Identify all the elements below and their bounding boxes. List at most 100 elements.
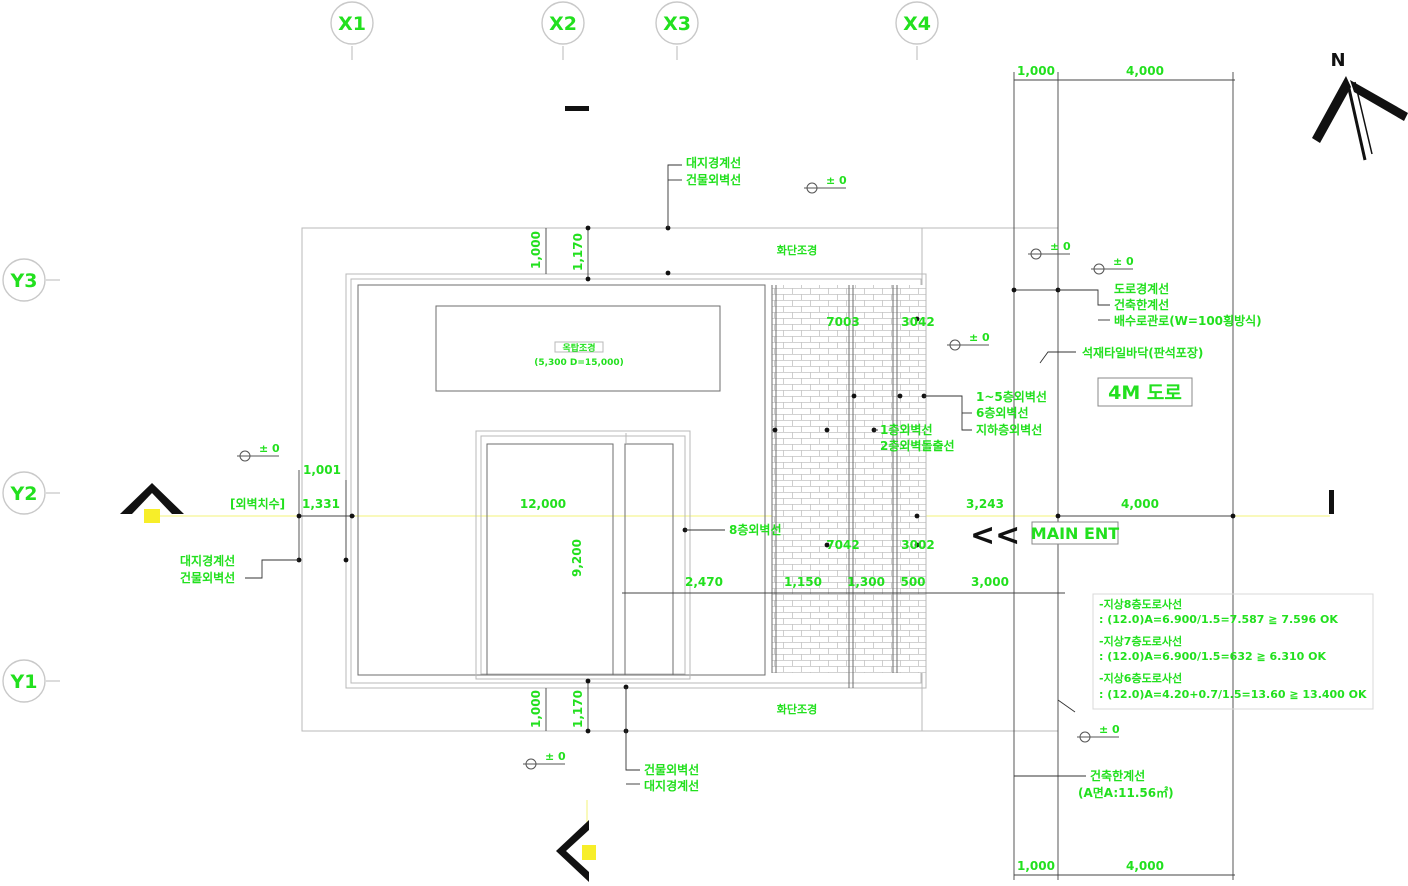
- dimension-lines: [298, 72, 1235, 880]
- note-road-3: 배수로관로(W=100횡방식): [1114, 313, 1262, 328]
- grid-label-x3: X3: [663, 13, 691, 35]
- calc-line-5: -지상6층도로사선: [1099, 671, 1182, 685]
- note-planting-bottom: 화단조경: [777, 702, 817, 716]
- core-middle: [480, 435, 686, 675]
- level-marker-1: ± 0: [804, 174, 847, 194]
- note-road-2: 건축한계선: [1114, 297, 1169, 312]
- note-wall-bottom-1: 건물외벽선: [644, 762, 699, 777]
- note-floors-2: 6층외벽선: [976, 405, 1029, 420]
- note-first-floor-1: 1층외벽선: [880, 422, 933, 437]
- note-site-boundary-top-1: 대지경계선: [686, 155, 741, 170]
- grid-bubble-x1: X1: [330, 1, 374, 45]
- level-markers: ± 0 ± 0 ± 0 ± 0 ± 0 ± 0 ± 0: [237, 174, 1134, 770]
- dim-4000-mid: 4,000: [1121, 497, 1159, 511]
- dim-3042: 3042: [901, 315, 934, 329]
- dim-7042: 7042: [826, 538, 859, 552]
- grid-label-x2: X2: [549, 13, 577, 35]
- level-marker-5: ± 0: [237, 442, 280, 462]
- dim-2470: 2,470: [685, 575, 723, 589]
- dim-1150: 1,150: [784, 575, 822, 589]
- note-road-1: 도로경계선: [1114, 281, 1169, 296]
- calc-line-2: : (12.0)A=6.900/1.5=7.587 ≧ 7.596 OK: [1099, 613, 1338, 626]
- core-room-left: [486, 443, 614, 676]
- grid-bubble-y1: Y1: [2, 659, 46, 703]
- dim-top-4000: 4,000: [1126, 64, 1164, 78]
- core-outer: [475, 430, 691, 680]
- dim-12000: 12,000: [520, 497, 566, 511]
- level-text-4: ± 0: [969, 331, 990, 344]
- rooftop-tag: [554, 341, 604, 353]
- dim-v-top-1000: 1,000: [529, 231, 543, 269]
- section-mark-right: [1329, 490, 1334, 514]
- grid-bubble-x2: X2: [541, 1, 585, 45]
- section-mark-top: [565, 106, 589, 111]
- dim-500: 500: [900, 575, 925, 589]
- grid-bubble-x3: X3: [655, 1, 699, 45]
- annotation-notes: 대지경계선 건물외벽선 대지경계선 건물외벽선 건물외벽선 대지경계선 도로경계…: [180, 155, 1367, 800]
- road-label: 4M 도로: [1108, 382, 1182, 404]
- grid-label-y3: Y3: [10, 270, 38, 292]
- grid-axis-stubs: [46, 46, 918, 682]
- calc-line-4: : (12.0)A=6.900/1.5=632 ≧ 6.310 OK: [1099, 650, 1326, 663]
- dim-1001: 1,001: [303, 463, 341, 477]
- note-planting-top: 화단조경: [777, 243, 817, 257]
- grid-bubble-y3: Y3: [2, 258, 46, 302]
- site-outline: [301, 227, 1058, 732]
- note-setback-1: 건축한계선: [1090, 768, 1145, 783]
- dim-7003: 7003: [826, 315, 859, 329]
- note-paving: 석재타일바닥(판석포장): [1082, 345, 1203, 360]
- note-floors-1: 1~5층외벽선: [976, 389, 1047, 404]
- note-roof-2: (5,300 D=15,000): [534, 358, 624, 368]
- dim-top-1000: 1,000: [1017, 64, 1055, 78]
- dim-v-bot-1000: 1,000: [529, 690, 543, 728]
- grid-label-x4: X4: [903, 13, 931, 35]
- dim-v-top-1170: 1,170: [571, 233, 585, 271]
- dim-v-bot-1170: 1,170: [571, 690, 585, 728]
- note-setback-2: (A면A:11.56㎡): [1078, 785, 1174, 800]
- section-view-marker-left: [120, 483, 184, 523]
- dim-bottom-1000: 1,000: [1017, 859, 1055, 873]
- rooftop-garden-box: [435, 305, 721, 392]
- note-outer-dim: [외벽치수]: [230, 496, 285, 511]
- level-text-3: ± 0: [1113, 255, 1134, 268]
- dim-1331: 1,331: [302, 497, 340, 511]
- note-eighth-floor: 8층외벽선: [729, 522, 782, 537]
- calc-line-3: -지상7층도로사선: [1099, 634, 1182, 648]
- note-first-floor-2: 2층외벽돌출선: [880, 438, 955, 453]
- level-marker-2: ± 0: [1028, 240, 1071, 260]
- level-marker-7: ± 0: [523, 750, 566, 770]
- level-marker-4: ± 0: [947, 331, 990, 351]
- calc-line-1: -지상8층도로사선: [1099, 597, 1182, 611]
- entrance-label-box: [1031, 521, 1119, 545]
- road-label-box: [1097, 377, 1193, 407]
- grid-label-y1: Y1: [10, 671, 38, 693]
- entrance-arrow-icon: <<: [970, 518, 1020, 553]
- dim-9200: 9,200: [570, 539, 584, 577]
- dimension-texts: 1,000 4,000 1,000 4,000 1,000 1,170 1,00…: [302, 64, 1164, 873]
- note-site-boundary-left-1: 대지경계선: [180, 553, 235, 568]
- calc-note-box: [1092, 593, 1374, 710]
- grid-bubble-x4: X4: [895, 1, 939, 45]
- note-site-boundary-top-2: 건물외벽선: [686, 172, 741, 187]
- note-wall-bottom-2: 대지경계선: [644, 778, 699, 793]
- level-marker-6: ± 0: [1077, 723, 1120, 743]
- core-room-right: [624, 443, 674, 676]
- level-text-6: ± 0: [1099, 723, 1120, 736]
- level-marker-3: ± 0: [1091, 255, 1134, 275]
- grid-label-x1: X1: [338, 13, 366, 35]
- dim-3243: 3,243: [966, 497, 1004, 511]
- dim-3002: 3002: [901, 538, 934, 552]
- note-site-boundary-left-2: 건물외벽선: [180, 570, 235, 585]
- grid-bubble-y2: Y2: [2, 471, 46, 515]
- calc-line-6: : (12.0)A=4.20+0.7/1.5=13.60 ≧ 13.400 OK: [1099, 688, 1367, 701]
- note-roof-1: 옥탑조경: [562, 342, 595, 354]
- dim-1300: 1,300: [847, 575, 885, 589]
- leader-lines: [245, 164, 1110, 785]
- section-view-marker-bottom: [556, 820, 596, 882]
- north-arrow: N: [1312, 50, 1408, 161]
- grid-label-y2: Y2: [10, 483, 38, 505]
- entrance-label: MAIN ENT: [1031, 524, 1120, 543]
- level-text-1: ± 0: [826, 174, 847, 187]
- dim-3000: 3,000: [971, 575, 1009, 589]
